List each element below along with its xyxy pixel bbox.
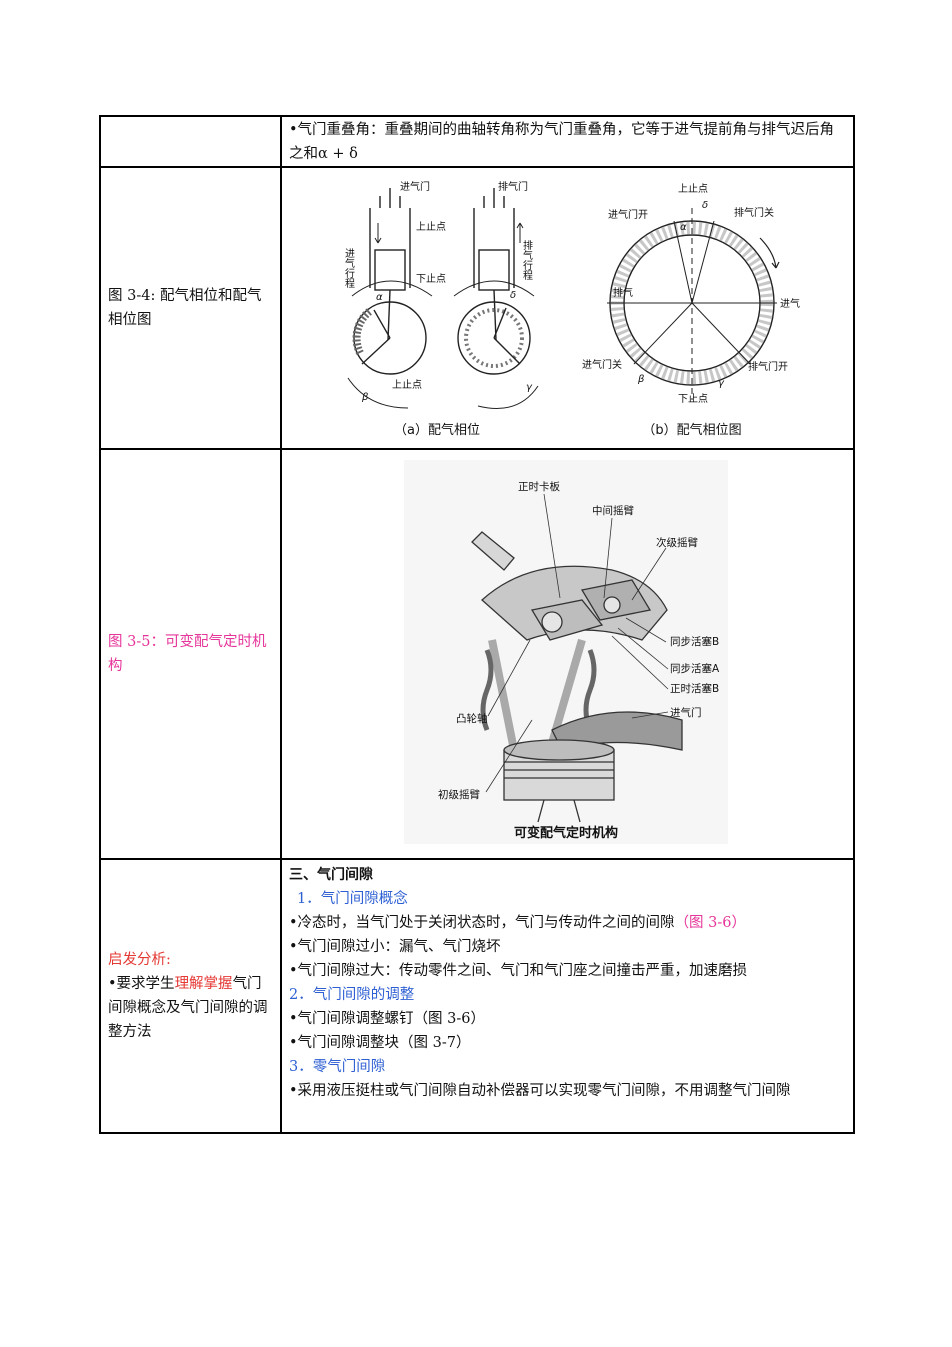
label-exhaust-region: 排气 xyxy=(613,286,633,299)
table-row-valve-timing: 图 3-4: 配气相位和配气相位图 xyxy=(99,166,855,450)
table-row-vtec: 图 3-5：可变配气定时机构 xyxy=(99,448,855,860)
valve-timing-figure: 进气门 排气门 上止点 下止点 上止点 进气行程 排气行程 α β δ γ （a… xyxy=(343,180,801,438)
label-gamma-b: γ xyxy=(718,378,725,389)
clearance-definition-text: •冷态时，当气门处于关闭状态时，气门与传动件之间的间隙 xyxy=(289,915,675,931)
row1-right-cell: •气门重叠角：重叠期间的曲轴转角称为气门重叠角，它等于进气提前角与排气迟后角之和… xyxy=(280,115,855,168)
label-exhaust-close: 排气门关 xyxy=(734,206,774,219)
label-beta-b: β xyxy=(637,374,645,385)
overlap-angle-text: •气门重叠角：重叠期间的曲轴转角称为气门重叠角，它等于进气提前角与排气迟后角之和… xyxy=(289,121,835,162)
valve-timing-diagram-b xyxy=(607,208,780,400)
vtec-figure-title: 可变配气定时机构 xyxy=(514,825,618,841)
guidance-text: •要求学生理解掌握气门间隙概念及气门间隙的调整方法 xyxy=(108,972,273,1044)
subsection-2-heading: 2．气门间隙的调整 xyxy=(289,987,415,1003)
label-timing-plate: 正时卡板 xyxy=(518,480,560,493)
caption-a: （a）配气相位 xyxy=(394,422,480,438)
lesson-table: •气门重叠角：重叠期间的曲轴转角称为气门重叠角，它等于进气提前角与排气迟后角之和… xyxy=(99,115,855,1134)
label-timing-piston-b: 正时活塞B xyxy=(670,682,719,695)
guidance-prefix: •要求学生 xyxy=(108,976,175,992)
clearance-too-small: •气门间隙过小：漏气、气门烧坏 xyxy=(289,939,501,955)
label-sync-piston-b: 同步活塞B xyxy=(670,635,719,648)
row3-right-cell: 正时卡板 中间摇臂 次级摇臂 同步活塞B 同步活塞A 正时活塞B 进气门 凸轮轴… xyxy=(280,448,855,860)
clearance-too-large: •气门间隙过大：传动零件之间、气门和气门座之间撞击严重，加速磨损 xyxy=(289,963,748,979)
guidance-suffix: 气门间隙概念及气门间隙的调整方法 xyxy=(108,976,268,1040)
label-bdc-b: 下止点 xyxy=(678,393,708,405)
label-alpha-b: α xyxy=(680,222,687,233)
row4-left-cell: 启发分析: •要求学生理解掌握气门间隙概念及气门间隙的调整方法 xyxy=(99,858,282,1134)
label-bdc-a: 下止点 xyxy=(416,273,446,285)
figure-3-4-label: 图 3-4: 配气相位和配气相位图 xyxy=(108,288,262,328)
label-beta-a: β xyxy=(361,392,369,403)
label-sync-piston-a: 同步活塞A xyxy=(670,662,720,675)
label-intake-open: 进气门开 xyxy=(608,208,648,221)
figure-ref-3-6: （图 3-6） xyxy=(674,915,747,931)
label-delta-b: δ xyxy=(702,200,708,211)
leader-lines xyxy=(485,493,669,793)
row2-left-cell: 图 3-4: 配气相位和配气相位图 xyxy=(99,166,282,450)
caption-b: （b）配气相位图 xyxy=(642,422,741,438)
row3-left-cell: 图 3-5：可变配气定时机构 xyxy=(99,448,282,860)
label-exhaust-stroke: 排气行程 xyxy=(521,239,533,280)
adjust-screw-item: •气门间隙调整螺钉（图 3-6） xyxy=(289,1011,486,1027)
label-camshaft: 凸轮轴 xyxy=(456,712,488,725)
vtec-illustration xyxy=(471,531,683,823)
label-exhaust-valve: 排气门 xyxy=(498,180,528,193)
guidance-heading: 启发分析: xyxy=(108,952,171,968)
label-mid-rocker: 中间摇臂 xyxy=(592,504,634,517)
row1-left-cell xyxy=(99,115,282,168)
diagram-b-labels: 上止点 下止点 进气门开 排气门关 进气门关 排气门开 排气 进气 α δ β … xyxy=(582,183,800,405)
guidance-highlight: 理解掌握 xyxy=(174,976,233,992)
clearance-definition: •冷态时，当气门处于关闭状态时，气门与传动件之间的间隙（图 3-6） xyxy=(289,911,846,935)
subsection-3-heading: 3．零气门间隙 xyxy=(289,1059,386,1075)
label-exhaust-open: 排气门开 xyxy=(748,360,788,373)
row4-right-cell: 三、气门间隙 1．气门间隙概念 •冷态时，当气门处于关闭状态时，气门与传动件之间… xyxy=(280,858,855,1134)
label-alpha-a: α xyxy=(376,292,383,303)
label-delta-a: δ xyxy=(510,290,516,301)
label-intake-stroke: 进气行程 xyxy=(343,248,355,288)
label-intake-valve-vtec: 进气门 xyxy=(670,706,702,719)
label-intake-close: 进气门关 xyxy=(582,358,622,371)
vtec-labels: 正时卡板 中间摇臂 次级摇臂 同步活塞B 同步活塞A 正时活塞B 进气门 凸轮轴… xyxy=(438,480,720,801)
label-secondary-rocker: 次级摇臂 xyxy=(656,536,698,549)
label-intake-valve: 进气门 xyxy=(400,180,430,193)
vtec-mechanism-figure: 正时卡板 中间摇臂 次级摇臂 同步活塞B 同步活塞A 正时活塞B 进气门 凸轮轴… xyxy=(404,460,728,844)
adjust-shim-item: •气门间隙调整块（图 3-7） xyxy=(289,1035,471,1051)
table-row-overlap-angle: •气门重叠角：重叠期间的曲轴转角称为气门重叠角，它等于进气提前角与排气迟后角之和… xyxy=(99,115,855,168)
label-tdc-bottom: 上止点 xyxy=(392,379,422,391)
valve-timing-diagram-a xyxy=(347,188,539,409)
diagram-a-labels: 进气门 排气门 上止点 下止点 上止点 进气行程 排气行程 α β δ γ xyxy=(343,180,534,403)
label-intake-region: 进气 xyxy=(780,297,800,310)
table-row-valve-clearance: 启发分析: •要求学生理解掌握气门间隙概念及气门间隙的调整方法 三、气门间隙 1… xyxy=(99,858,855,1134)
subsection-1-heading: 1．气门间隙概念 xyxy=(297,891,408,907)
section-title-valve-clearance: 三、气门间隙 xyxy=(289,867,373,883)
label-tdc-a: 上止点 xyxy=(416,221,446,233)
label-gamma-a: γ xyxy=(526,382,533,393)
row2-right-cell: 进气门 排气门 上止点 下止点 上止点 进气行程 排气行程 α β δ γ （a… xyxy=(280,166,855,450)
label-tdc-b: 上止点 xyxy=(678,183,708,195)
figure-3-5-label: 图 3-5：可变配气定时机构 xyxy=(108,634,267,674)
zero-clearance-text: •采用液压挺柱或气门间隙自动补偿器可以实现零气门间隙，不用调整气门间隙 xyxy=(289,1083,791,1099)
label-primary-rocker: 初级摇臂 xyxy=(438,788,480,801)
